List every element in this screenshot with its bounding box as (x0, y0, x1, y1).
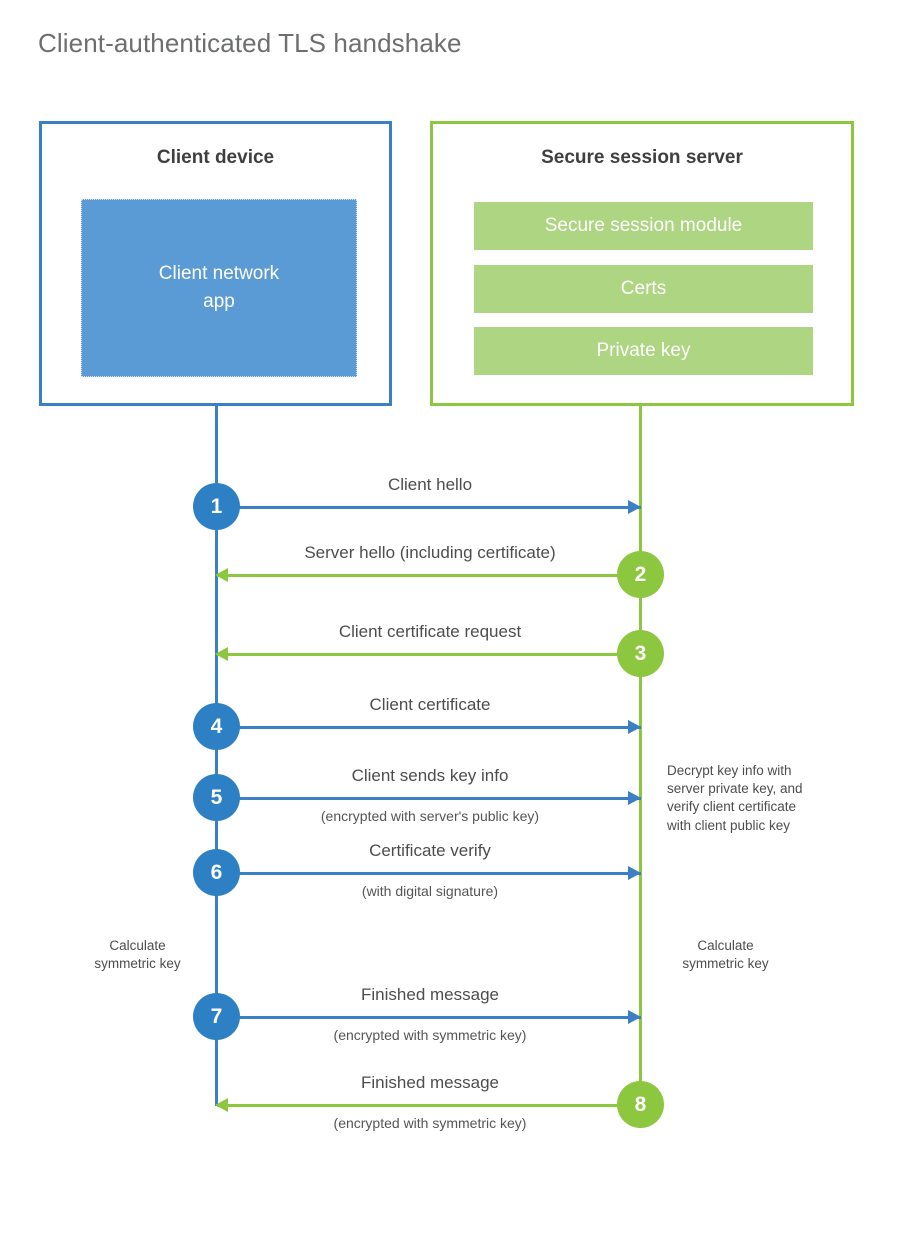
message-sublabel: (encrypted with symmetric key) (333, 1115, 527, 1131)
arrow-line (217, 506, 641, 509)
arrow-head-left-icon (215, 568, 228, 582)
note-server-calculate-symmetric-key: Calculate symmetric key (682, 938, 769, 972)
client-network-app-block: Client network app (81, 199, 357, 377)
server-module-private-key: Private key (474, 327, 813, 375)
arrow-line (217, 1104, 641, 1107)
message-label: Client sends key info (351, 766, 509, 785)
secure-session-server-title: Secure session server (541, 147, 743, 168)
client-device-title: Client device (156, 147, 275, 168)
client-device-box: Client device Client network app (39, 121, 392, 406)
server-module-secure-session-module: Secure session module (474, 202, 813, 250)
secure-session-server-box: Secure session server Secure session mod… (430, 121, 854, 406)
step-marker-6: 6 (193, 849, 240, 896)
arrow-head-left-icon (215, 647, 228, 661)
server-module-label: Secure session module (544, 215, 743, 236)
arrow-line (217, 1016, 641, 1019)
message-label: Client certificate (369, 695, 491, 714)
message-sublabel: (encrypted with server's public key) (320, 808, 540, 824)
arrow-line (217, 872, 641, 875)
server-module-label: Certs (620, 278, 667, 299)
step-marker-3: 3 (617, 630, 664, 677)
step-marker-5: 5 (193, 774, 240, 821)
step-marker-2: 2 (617, 551, 664, 598)
client-lifeline (215, 406, 218, 1106)
message-label: Certificate verify (369, 841, 491, 860)
message-label: Client certificate request (338, 622, 522, 641)
message-label: Finished message (361, 1073, 499, 1092)
step-marker-4: 4 (193, 703, 240, 750)
step-marker-1: 1 (193, 483, 240, 530)
arrow-head-right-icon (628, 720, 641, 734)
message-label: Client hello (387, 475, 473, 494)
client-network-app-label: Client network app (158, 263, 280, 312)
arrow-line (217, 726, 641, 729)
arrow-line (217, 574, 641, 577)
arrow-head-right-icon (628, 1010, 641, 1024)
arrow-head-right-icon (628, 866, 641, 880)
message-sublabel: (encrypted with symmetric key) (333, 1027, 527, 1043)
arrow-line (217, 797, 641, 800)
message-sublabel: (with digital signature) (361, 883, 499, 899)
arrow-head-left-icon (215, 1098, 228, 1112)
arrow-head-right-icon (628, 791, 641, 805)
page-title: Client-authenticated TLS handshake (38, 28, 462, 58)
message-label: Server hello (including certificate) (304, 543, 556, 562)
arrow-head-right-icon (628, 500, 641, 514)
message-label: Finished message (361, 985, 499, 1004)
note-client-calculate-symmetric-key: Calculate symmetric key (94, 938, 181, 972)
arrow-line (217, 653, 641, 656)
step-marker-8: 8 (617, 1081, 664, 1128)
server-module-label: Private key (596, 340, 691, 361)
server-lifeline (639, 406, 642, 1106)
note-server-decrypt: Decrypt key info with server private key… (667, 763, 803, 833)
step-marker-7: 7 (193, 993, 240, 1040)
server-module-certs: Certs (474, 265, 813, 313)
